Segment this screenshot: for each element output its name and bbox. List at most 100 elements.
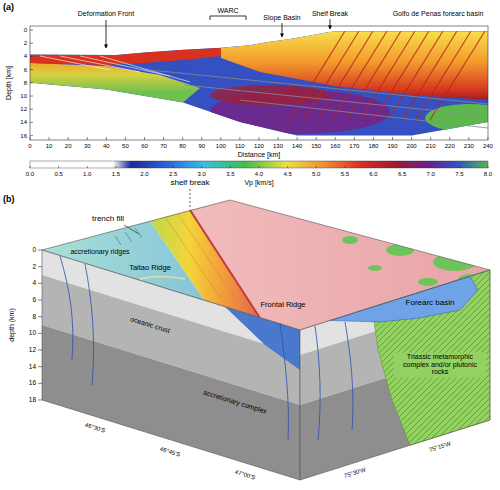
axis-tick-label: 100 xyxy=(216,143,226,150)
tick-mark xyxy=(220,137,221,140)
tick-mark xyxy=(49,137,50,140)
colorbar-tick-label: 6.5 xyxy=(398,171,406,178)
tick-marks xyxy=(30,30,488,400)
tick-mark xyxy=(258,137,259,140)
colorbar-title: Vp [km/s] xyxy=(244,179,273,187)
feature-label: shelf break xyxy=(170,179,209,188)
fault-line xyxy=(280,323,288,440)
sediment-layer xyxy=(30,48,221,65)
side-face-outline xyxy=(300,270,490,480)
axis-tick-label: 50 xyxy=(122,143,129,150)
axis-title: depth (km) xyxy=(8,308,16,341)
tick-mark xyxy=(373,166,374,168)
land-patch xyxy=(418,278,438,286)
plate-interfaces xyxy=(150,70,488,128)
tick-mark xyxy=(392,137,393,140)
ray-paths xyxy=(40,56,190,82)
axis-tick-label: 10 xyxy=(20,93,27,100)
tick-mark xyxy=(68,137,69,140)
axis-tick-label: 140 xyxy=(292,143,302,150)
ridge-line xyxy=(115,236,121,245)
tick-mark xyxy=(201,166,202,168)
ray-path xyxy=(430,31,485,120)
axis-tick-label: 110 xyxy=(235,143,245,150)
axis-tick-label: 120 xyxy=(254,143,264,150)
axis-tick-label: 190 xyxy=(388,143,398,150)
tick-mark xyxy=(30,135,33,136)
axis-tick-label: 130 xyxy=(273,143,283,150)
tick-mark xyxy=(106,137,107,140)
coordinate-label: 46°30'S xyxy=(84,422,106,434)
axis-tick-label: 160 xyxy=(330,143,340,150)
axis-tick-label: 180 xyxy=(368,143,378,150)
tick-mark xyxy=(163,137,164,140)
coordinate-label: 75°30'W xyxy=(343,466,367,479)
unit-label: Triassic metamorphic complex and/or plut… xyxy=(394,352,486,377)
axis-tick-label: 210 xyxy=(426,143,436,150)
axis-title: Distance [km] xyxy=(238,151,280,159)
colorbar-tick-label: 8.0 xyxy=(484,171,492,178)
accretionary-complex xyxy=(225,307,300,370)
tick-mark xyxy=(316,137,317,140)
feature-label: Golfo de Penas forearc basin xyxy=(393,10,484,18)
land-patch xyxy=(433,253,477,271)
colorbar-tick-label: 2.5 xyxy=(169,171,177,178)
axis-tick-label: 170 xyxy=(349,143,359,150)
axis-tick-label: 6 xyxy=(32,296,36,303)
taitao-ridge xyxy=(140,277,185,280)
colorbar-tick-label: 4.0 xyxy=(255,171,263,178)
axis-tick-label: 30 xyxy=(84,143,91,150)
tick-mark xyxy=(297,137,298,140)
axis-tick-label: 2 xyxy=(24,40,27,47)
axis-tick-label: 12 xyxy=(20,106,27,113)
ray-path xyxy=(40,56,110,70)
ray-path xyxy=(332,31,387,120)
feature-label: Deformation Front xyxy=(78,10,134,18)
tick-mark xyxy=(344,166,345,168)
tick-mark xyxy=(30,56,33,57)
tick-mark xyxy=(488,166,489,168)
tick-mark xyxy=(335,137,336,140)
coordinate-label: 75°15'W xyxy=(428,440,452,453)
tick-mark xyxy=(230,166,231,168)
interface-line xyxy=(240,100,488,128)
tick-mark xyxy=(87,166,88,168)
axis-tick-label: 240 xyxy=(483,143,493,150)
tick-mark xyxy=(411,137,412,140)
panel-letter: (b) xyxy=(3,195,15,205)
coordinate-label: 46°45'S xyxy=(159,446,181,458)
plot-frame xyxy=(30,26,488,140)
axis-tick-label: 70 xyxy=(160,143,167,150)
tick-mark xyxy=(430,166,431,168)
tick-mark xyxy=(30,82,33,83)
tick-mark xyxy=(201,137,202,140)
tick-mark xyxy=(449,137,450,140)
tick-mark xyxy=(239,137,240,140)
tick-mark xyxy=(38,250,42,251)
tick-mark xyxy=(38,349,42,350)
color-bar xyxy=(30,161,488,168)
colorbar-tick-label: 7.5 xyxy=(455,171,463,178)
fault-line xyxy=(60,256,73,360)
tick-mark xyxy=(30,122,33,123)
tick-mark xyxy=(58,166,59,168)
axis-tick-label: 200 xyxy=(407,143,417,150)
feature-label: WARC xyxy=(217,7,238,15)
tick-mark xyxy=(144,137,145,140)
feature-label: Taitao Ridge xyxy=(129,264,171,272)
forearc-basin xyxy=(330,276,478,322)
mantle-zone xyxy=(425,104,500,132)
high-velocity-zone xyxy=(210,85,330,105)
axis-tick-label: 10 xyxy=(29,330,36,337)
tick-mark xyxy=(487,137,488,140)
tick-mark xyxy=(38,366,42,367)
axis-tick-label: 14 xyxy=(29,363,36,370)
tick-mark xyxy=(30,43,33,44)
tick-mark xyxy=(373,137,374,140)
leader-arrow xyxy=(330,19,331,29)
coordinate-label: 47°00'S xyxy=(234,469,256,481)
tick-mark xyxy=(30,109,33,110)
axis-tick-label: 6 xyxy=(24,66,27,73)
